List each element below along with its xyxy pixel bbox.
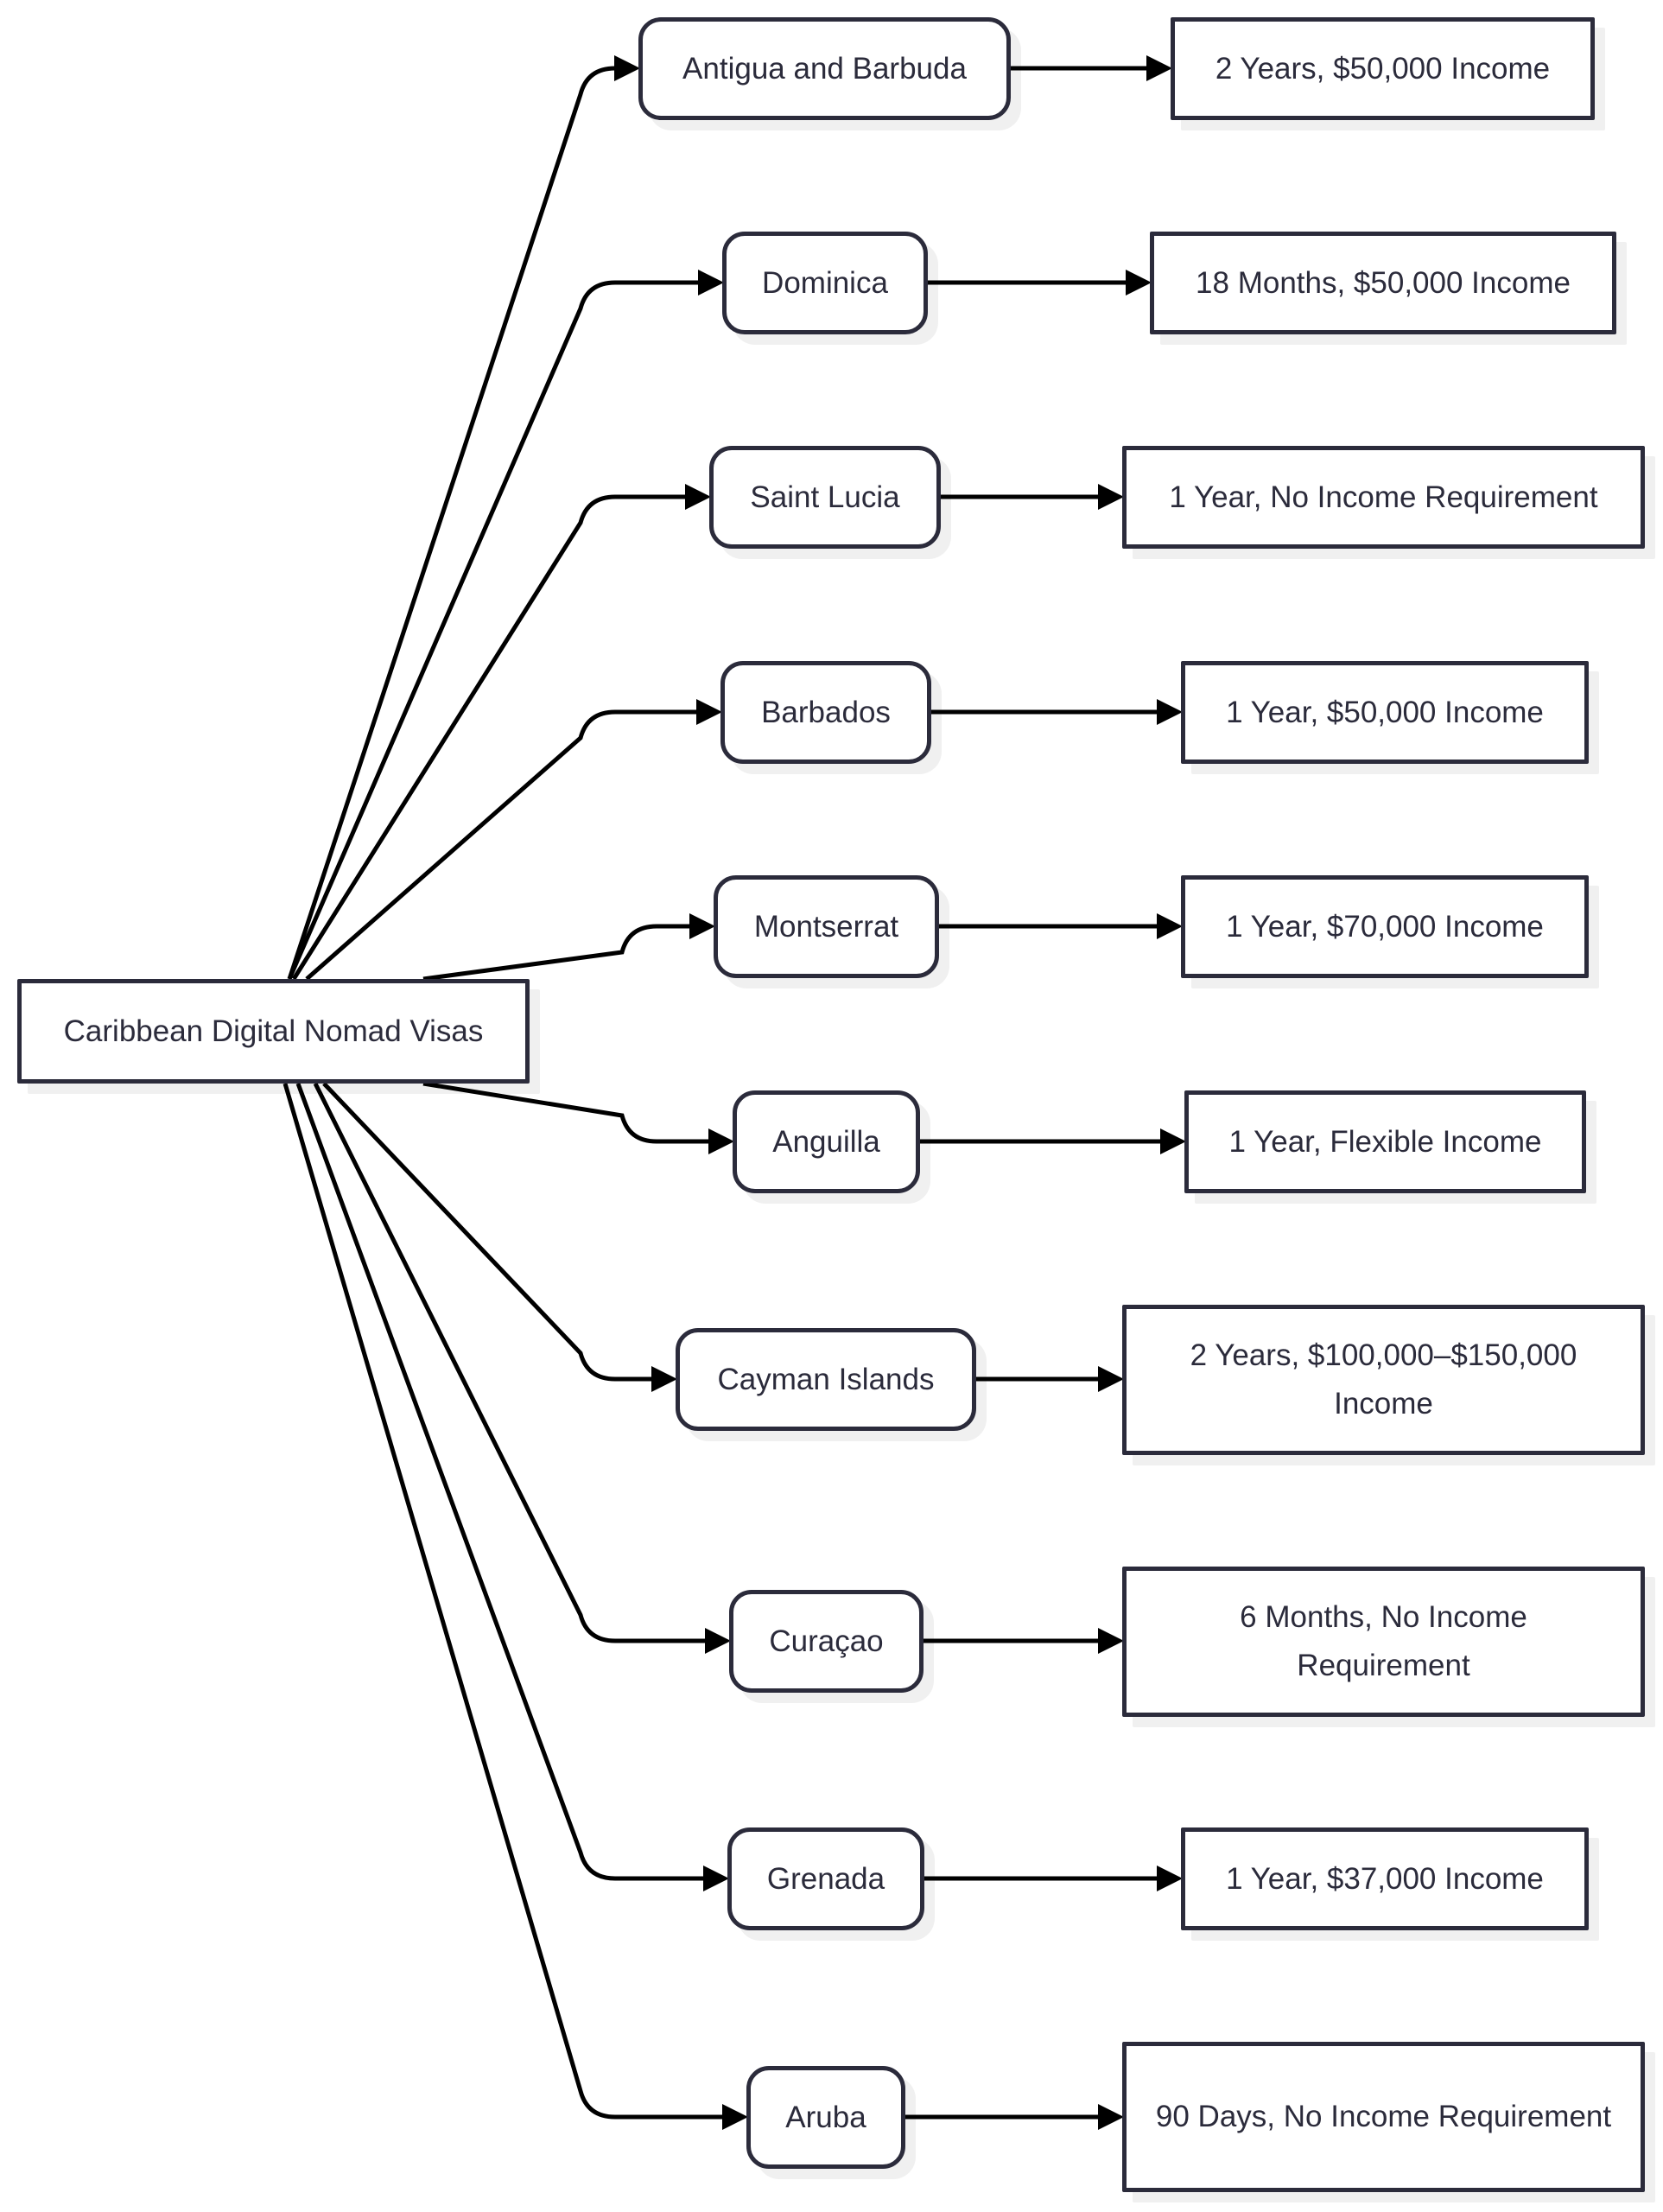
visa-node-dominica[interactable]: 18 Months, $50,000 Income (1150, 232, 1616, 334)
visa-node-barbados[interactable]: 1 Year, $50,000 Income (1181, 661, 1589, 764)
country-node-anguilla[interactable]: Anguilla (733, 1090, 920, 1193)
visa-node-curacao[interactable]: 6 Months, No Income Requirement (1122, 1567, 1645, 1717)
country-node-montserrat[interactable]: Montserrat (714, 875, 939, 978)
edge-root-to-curacao (313, 1082, 731, 1654)
country-node-label: Cayman Islands (717, 1362, 935, 1396)
visa-node-label: 1 Year, $37,000 Income (1226, 1861, 1544, 1896)
visa-node-label: 2 Years, $100,000–$150,000 Income (1190, 1338, 1577, 1421)
country-node-label: Grenada (766, 1861, 885, 1896)
country-node-aruba[interactable]: Aruba (746, 2066, 905, 2169)
visa-node-label: 2 Years, $50,000 Income (1215, 51, 1551, 86)
visa-node-antigua-and-barbuda[interactable]: 2 Years, $50,000 Income (1171, 17, 1595, 120)
country-node-antigua-and-barbuda[interactable]: Antigua and Barbuda (638, 17, 1011, 120)
visa-node-cayman-islands[interactable]: 2 Years, $100,000–$150,000 Income (1122, 1305, 1645, 1455)
visa-node-montserrat[interactable]: 1 Year, $70,000 Income (1181, 875, 1589, 978)
country-node-dominica[interactable]: Dominica (722, 232, 928, 334)
root-node-label: Caribbean Digital Nomad Visas (63, 1014, 484, 1048)
visa-node-label: 90 Days, No Income Requirement (1155, 2100, 1612, 2133)
country-node-label: Barbados (761, 695, 891, 729)
country-node-curacao[interactable]: Curaçao (729, 1590, 924, 1693)
edge-root-to-grenada (295, 1083, 729, 1891)
visa-node-label: 1 Year, No Income Requirement (1169, 480, 1598, 514)
country-node-cayman-islands[interactable]: Cayman Islands (676, 1328, 976, 1431)
edge-root-to-dominica (287, 270, 724, 980)
visa-node-label: 1 Year, Flexible Income (1228, 1124, 1542, 1159)
edge-root-to-aruba (282, 1083, 748, 2130)
country-node-label: Anguilla (772, 1124, 880, 1159)
country-node-label: Aruba (785, 2100, 866, 2134)
edge-root-to-cayman-islands (322, 1082, 677, 1392)
visa-node-label: 1 Year, $70,000 Income (1226, 909, 1544, 944)
visa-node-anguilla[interactable]: 1 Year, Flexible Income (1184, 1090, 1586, 1193)
country-node-label: Curaçao (769, 1624, 884, 1658)
root-node[interactable]: Caribbean Digital Nomad Visas (17, 979, 530, 1084)
visa-node-grenada[interactable]: 1 Year, $37,000 Income (1181, 1827, 1589, 1930)
country-node-label: Dominica (762, 265, 888, 300)
country-node-grenada[interactable]: Grenada (727, 1827, 924, 1930)
edge-root-to-anguilla (422, 1081, 734, 1154)
edge-root-to-antigua-and-barbuda (287, 55, 640, 980)
edge-root-to-barbados (305, 699, 722, 981)
edge-root-to-montserrat (422, 913, 715, 982)
visa-node-saint-lucia[interactable]: 1 Year, No Income Requirement (1122, 446, 1645, 549)
country-node-label: Antigua and Barbuda (682, 51, 967, 86)
country-node-barbados[interactable]: Barbados (720, 661, 931, 764)
visa-node-label: 6 Months, No Income Requirement (1240, 1600, 1527, 1682)
visa-node-aruba[interactable]: 90 Days, No Income Requirement (1122, 2042, 1645, 2192)
visa-node-label: 18 Months, $50,000 Income (1196, 265, 1571, 300)
country-node-saint-lucia[interactable]: Saint Lucia (709, 446, 941, 549)
edge-root-to-saint-lucia (291, 484, 711, 981)
visa-node-label: 1 Year, $50,000 Income (1226, 695, 1544, 729)
country-node-label: Montserrat (753, 909, 899, 944)
country-node-label: Saint Lucia (750, 480, 900, 514)
